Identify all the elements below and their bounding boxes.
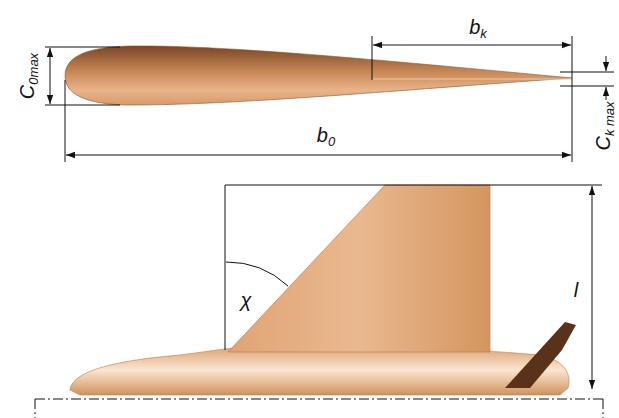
dimension-label: C0max — [17, 53, 40, 99]
wing-planform — [228, 185, 490, 352]
dash-dot-axis — [35, 399, 603, 418]
dimension-lines — [45, 36, 614, 162]
dimension-label: Ck max — [593, 101, 616, 150]
dimension-label: bk — [469, 17, 487, 40]
flap-line — [372, 78, 572, 79]
dimension-label: χ — [241, 290, 252, 310]
dimension-label: b0 — [317, 125, 335, 148]
airfoil-section — [65, 46, 572, 105]
fuselage — [70, 345, 569, 395]
dimension-label: l — [574, 280, 578, 300]
tail-fin — [505, 322, 576, 388]
frame-lines — [225, 185, 602, 389]
